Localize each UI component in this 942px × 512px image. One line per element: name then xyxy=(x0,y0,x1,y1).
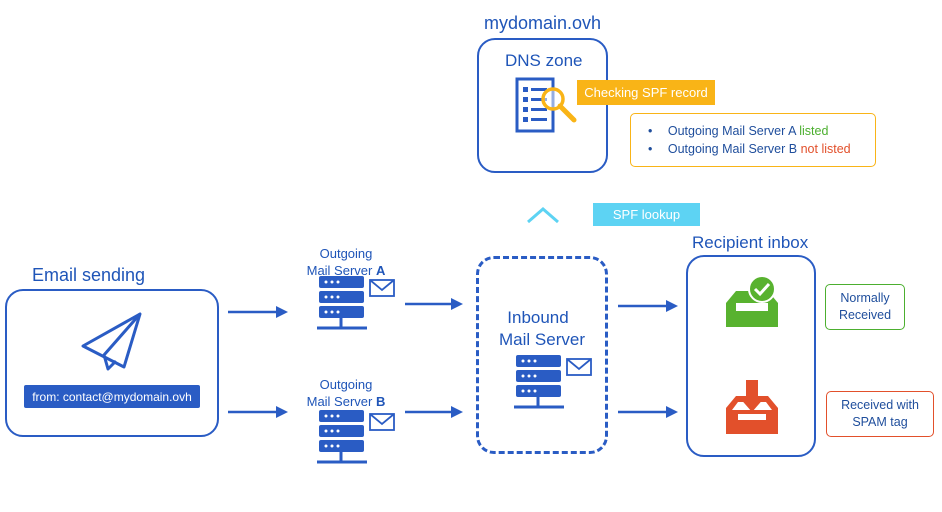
spf-result-a-server: Outgoing Mail Server A xyxy=(667,124,796,138)
email-sending-box xyxy=(5,289,219,437)
inbox-check-icon xyxy=(726,275,778,327)
server-a-label: Outgoing Mail Server A xyxy=(298,245,394,279)
inbound-server-icon xyxy=(514,355,592,409)
server-b-line2: Mail Server B xyxy=(298,393,394,410)
dns-zone-box xyxy=(477,38,608,173)
arrow-icon xyxy=(618,300,678,312)
dns-domain-title: mydomain.ovh xyxy=(484,13,602,33)
inbound-server-box xyxy=(476,256,608,454)
arrow-icon xyxy=(618,406,678,418)
inbound-line2: Mail Server xyxy=(499,330,585,349)
bullet: • xyxy=(648,124,653,138)
spf-result-a: • Outgoing Mail Server A listed xyxy=(648,124,828,138)
server-b-icon xyxy=(317,410,395,464)
server-b-letter: B xyxy=(375,394,386,409)
server-b-line1: Outgoing xyxy=(319,377,373,392)
chevron-up-icon xyxy=(527,207,559,224)
arrow-icon xyxy=(405,298,463,310)
bullet: • xyxy=(648,142,653,156)
spam-line1: Received with xyxy=(841,398,919,412)
server-a-letter: A xyxy=(375,263,386,278)
spf-result-b: • Outgoing Mail Server B not listed xyxy=(648,142,851,156)
spf-lookup-badge: SPF lookup xyxy=(593,203,700,226)
arrow-icon xyxy=(228,406,288,418)
normally-line2: Received xyxy=(838,308,892,322)
magnifier-icon xyxy=(541,87,577,123)
dns-zone-title: DNS zone xyxy=(505,51,583,70)
spf-result-a-status: listed xyxy=(799,124,829,138)
email-sending-title: Email sending xyxy=(32,265,146,285)
inbound-line1: Inbound xyxy=(507,308,569,327)
server-a-line1: Outgoing xyxy=(319,246,373,261)
checking-spf-badge: Checking SPF record xyxy=(577,80,715,105)
paper-plane-icon xyxy=(81,312,142,371)
server-a-icon xyxy=(317,276,395,330)
server-b-line2-text: Mail Server xyxy=(306,394,373,409)
recipient-inbox-title: Recipient inbox xyxy=(692,233,809,252)
server-b-label: Outgoing Mail Server B xyxy=(298,376,394,410)
normally-line1: Normally xyxy=(840,291,890,305)
arrow-icon xyxy=(228,306,288,318)
arrow-icon xyxy=(405,406,463,418)
spf-result-b-status: not listed xyxy=(800,142,851,156)
server-a-line2-text: Mail Server xyxy=(306,263,373,278)
spam-line2: SPAM tag xyxy=(852,415,908,429)
inbound-server-label: Inbound Mail Server xyxy=(476,307,608,351)
spf-results-box xyxy=(630,113,876,167)
server-a-line2: Mail Server A xyxy=(298,262,394,279)
recipient-inbox-box xyxy=(686,255,816,457)
spf-result-b-server: Outgoing Mail Server B xyxy=(667,142,798,156)
from-address-label: from: contact@mydomain.ovh xyxy=(24,385,200,408)
inbox-download-icon xyxy=(726,380,778,434)
